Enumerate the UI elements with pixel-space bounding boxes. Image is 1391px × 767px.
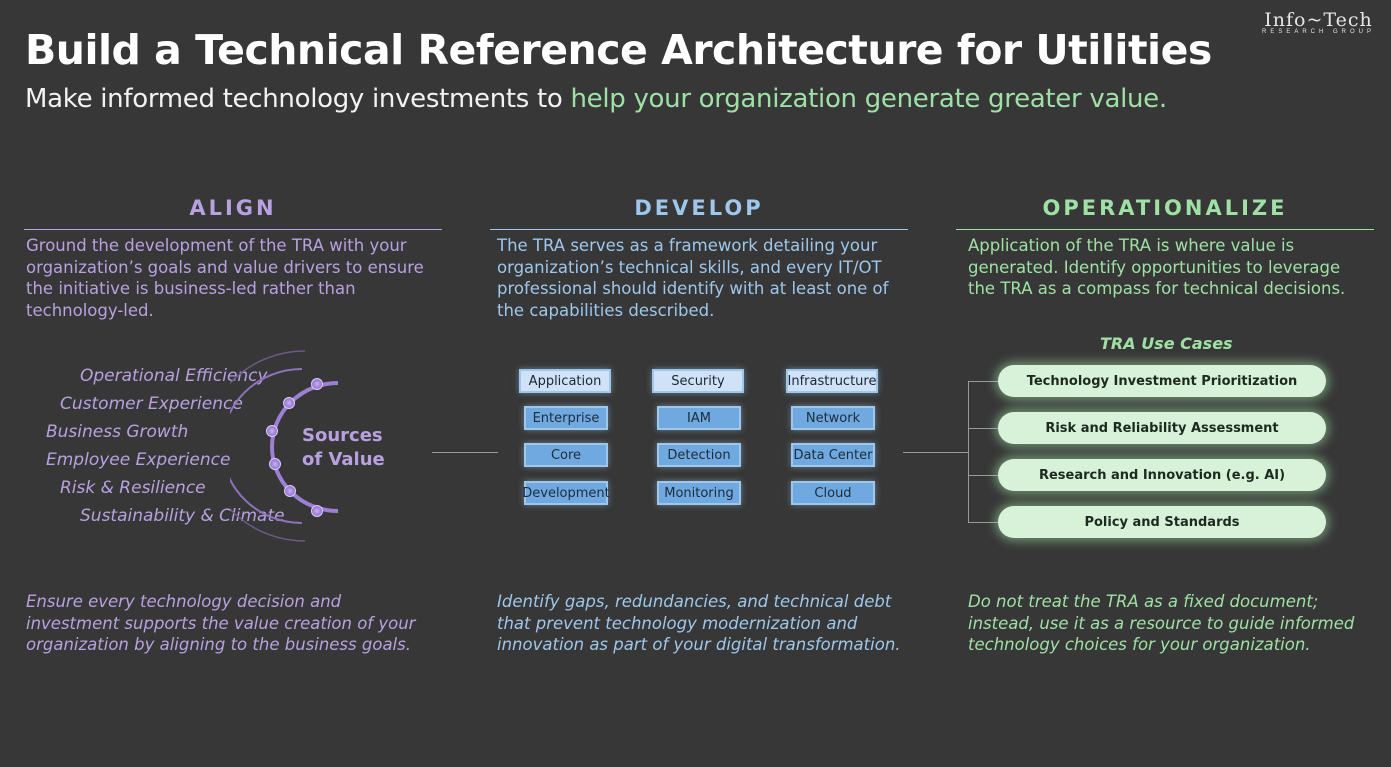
operationalize-heading: OPERATIONALIZE bbox=[1042, 196, 1288, 220]
logo-main-text: Info~Tech bbox=[1264, 9, 1373, 31]
develop-divider bbox=[490, 229, 908, 230]
capability-header-application: Application bbox=[519, 369, 611, 393]
value-driver-item: Customer Experience bbox=[60, 394, 243, 414]
develop-description: The TRA serves as a framework detailing … bbox=[497, 236, 889, 320]
use-case-pill: Policy and Standards bbox=[998, 506, 1326, 538]
capability-item: Cloud bbox=[791, 481, 875, 505]
company-logo: Info~Tech RESEARCH GROUP bbox=[1262, 9, 1375, 35]
sources-arc-graphic bbox=[230, 350, 339, 542]
value-driver-item: Sustainability & Climate bbox=[80, 506, 285, 526]
use-case-branch bbox=[968, 522, 998, 523]
use-cases-title: TRA Use Cases bbox=[1100, 334, 1233, 353]
use-case-pill: Technology Investment Prioritization bbox=[998, 365, 1326, 397]
value-driver-item: Employee Experience bbox=[46, 450, 231, 470]
capability-header-security: Security bbox=[652, 369, 744, 393]
capability-item: Detection bbox=[657, 443, 741, 467]
use-case-pill: Risk and Reliability Assessment bbox=[998, 412, 1326, 444]
page-title: Build a Technical Reference Architecture… bbox=[25, 26, 1212, 74]
capability-item: Data Center bbox=[791, 443, 875, 467]
use-case-branch bbox=[968, 428, 998, 429]
page-subtitle: Make informed technology investments to … bbox=[25, 84, 1167, 114]
capability-item: IAM bbox=[657, 406, 741, 430]
value-driver-item: Risk & Resilience bbox=[60, 478, 206, 498]
use-case-bracket bbox=[968, 381, 969, 522]
subtitle-text: Make informed technology investments to bbox=[25, 84, 571, 114]
use-case-pill: Research and Innovation (e.g. AI) bbox=[998, 459, 1326, 491]
operationalize-description: Application of the TRA is where value is… bbox=[968, 236, 1346, 298]
value-driver-item: Business Growth bbox=[46, 422, 189, 442]
capability-header-infrastructure: Infrastructure bbox=[786, 369, 878, 393]
use-case-branch bbox=[968, 381, 998, 382]
sources-label-line1: Sources bbox=[302, 425, 383, 446]
operationalize-footer: Do not treat the TRA as a fixed document… bbox=[968, 592, 1355, 654]
align-heading: ALIGN bbox=[189, 196, 277, 220]
develop-heading: DEVELOP bbox=[634, 196, 764, 220]
use-case-branch bbox=[968, 475, 998, 476]
logo-sub-text: RESEARCH GROUP bbox=[1261, 29, 1375, 35]
value-driver-item: Operational Efficiency bbox=[80, 366, 268, 386]
sources-of-value-label: Sources of Value bbox=[302, 424, 385, 472]
align-divider bbox=[24, 229, 442, 230]
capability-item: Network bbox=[791, 406, 875, 430]
capability-item: Monitoring bbox=[657, 481, 741, 505]
develop-footer: Identify gaps, redundancies, and technic… bbox=[497, 592, 901, 654]
develop-operationalize-connector bbox=[903, 452, 969, 453]
align-description: Ground the development of the TRA with y… bbox=[26, 236, 424, 320]
capability-item: Enterprise bbox=[524, 406, 608, 430]
operationalize-divider bbox=[956, 229, 1374, 230]
align-develop-connector bbox=[432, 452, 498, 453]
sources-label-line2: of Value bbox=[302, 449, 385, 470]
capability-item: Development bbox=[522, 481, 610, 505]
align-footer: Ensure every technology decision and inv… bbox=[26, 592, 416, 654]
subtitle-accent-text: help your organization generate greater … bbox=[570, 84, 1167, 114]
capability-item: Core bbox=[524, 443, 608, 467]
